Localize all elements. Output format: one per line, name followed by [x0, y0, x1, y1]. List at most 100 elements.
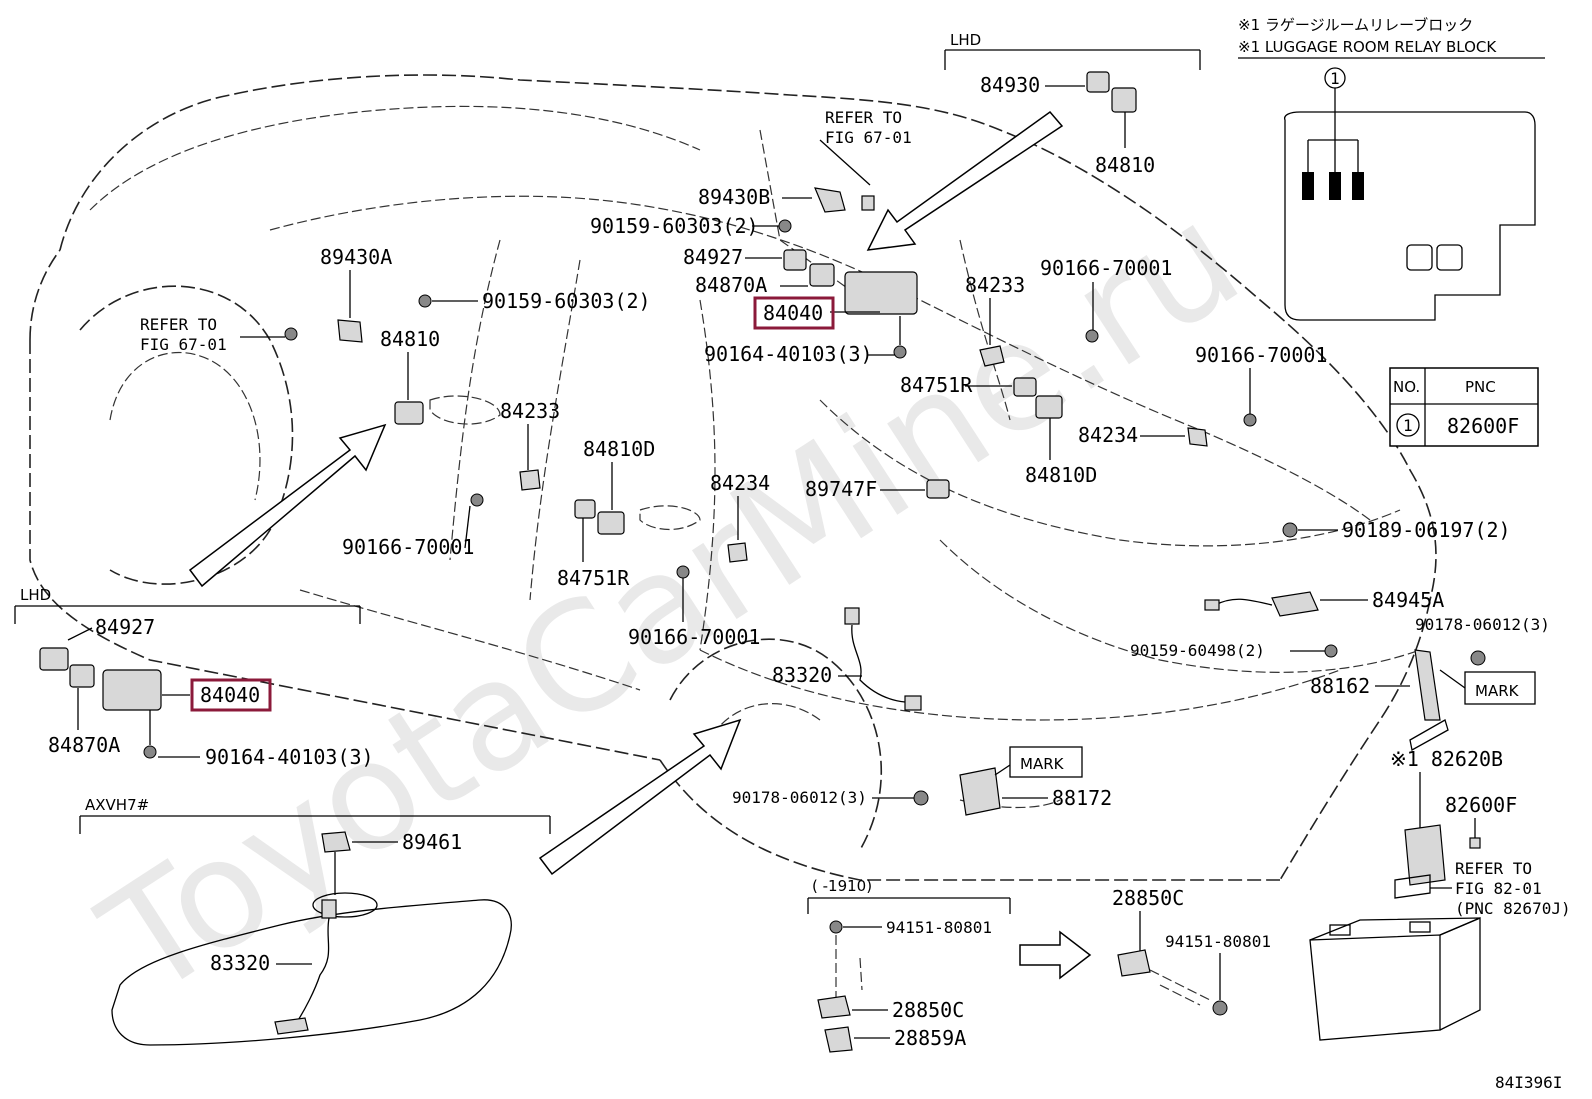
- diagram-id: 84I396I: [1495, 1073, 1562, 1092]
- bolt-90166-d: [676, 565, 690, 579]
- refer-top-line1: REFER TO: [825, 108, 902, 127]
- label-90166-70001-a: 90166-70001: [1040, 256, 1172, 280]
- label-89461: 89461: [402, 830, 462, 854]
- battery-cluster: ※1 82620B 82600F REFER TO FIG 82-01 (PNC…: [1309, 747, 1571, 1092]
- section-lhd-left: LHD: [20, 586, 51, 604]
- label-83320-tank: 83320: [210, 951, 270, 975]
- part-89430a: [337, 319, 363, 343]
- part-84810-left: [394, 401, 424, 425]
- label-90178-06012-mid: 90178-06012(3): [732, 788, 867, 807]
- fuse-1: [1302, 172, 1314, 200]
- connector-83320: [844, 607, 860, 625]
- clip-89430b: [861, 195, 875, 211]
- mark-right: MARK: [1475, 682, 1520, 700]
- part-84927-top: [783, 249, 807, 271]
- part-89747f: [926, 479, 950, 499]
- refer-top-line2: FIG 67-01: [825, 128, 912, 147]
- nut-94151-b: [1212, 1000, 1228, 1016]
- watermark: ToyotaCarMine.ru: [74, 171, 1269, 1031]
- label-84870a-lhd: 84870A: [48, 733, 120, 757]
- arrow-left-mid: [188, 423, 387, 588]
- center-top-cluster: REFER TO FIG 67-01 89430B 90159-60303(2)…: [590, 108, 918, 366]
- label-84233-left: 84233: [500, 399, 560, 423]
- label-90159-60498: 90159-60498(2): [1130, 641, 1265, 660]
- label-88162: 88162: [1310, 674, 1370, 698]
- label-90166-70001-d: 90166-70001: [628, 625, 760, 649]
- highlight-84040-lhd: [190, 678, 272, 712]
- axvh7-section: AXVH7# 89461 83320: [79, 796, 551, 1046]
- label-90164-40103-lhd: 90164-40103(3): [205, 745, 374, 769]
- label-84234-right: 84234: [1078, 423, 1138, 447]
- label-84927-top: 84927: [683, 245, 743, 269]
- label-90159-60303-left: 90159-60303(2): [482, 289, 651, 313]
- label-84810-top: 84810: [1095, 153, 1155, 177]
- part-84945a: [1271, 591, 1319, 617]
- pnc-row-no: 1: [1403, 416, 1413, 435]
- refer-left-line1: REFER TO: [140, 315, 217, 334]
- label-90164-40103-top: 90164-40103(3): [704, 342, 873, 366]
- fuse-82600f: [1469, 837, 1481, 849]
- sender-83320-tank: [321, 899, 337, 919]
- part-89430b: [814, 187, 846, 213]
- section-date-range: ( -1910): [812, 877, 872, 895]
- part-28859a: [824, 1026, 853, 1053]
- label-84927-lhd: 84927: [95, 615, 155, 639]
- arrow-top-right: [866, 110, 1064, 251]
- bolt-90164-lhd: [143, 745, 157, 759]
- label-84810d-left: 84810D: [583, 437, 655, 461]
- clip-refer-left: [284, 327, 298, 341]
- refer-left-line2: FIG 67-01: [140, 335, 227, 354]
- relay-block-title-jp: ※1 ラゲージルームリレーブロック: [1238, 16, 1473, 34]
- part-28850c-b: [1117, 949, 1151, 977]
- part-84810d-left: [597, 511, 625, 535]
- label-90166-70001-b: 90166-70001: [1195, 343, 1327, 367]
- bolt-90164-top: [893, 345, 907, 359]
- part-84870a-top: [809, 263, 835, 287]
- label-28859a: 28859A: [894, 1026, 966, 1050]
- label-89430a: 89430A: [320, 245, 392, 269]
- part-84927-lhd: [39, 647, 69, 671]
- relay-28850c-cluster: 28850C 94151-80801: [1112, 886, 1271, 1016]
- label-89747f: 89747F: [805, 477, 877, 501]
- right-cluster: 84233 90166-70001 90166-70001 84751R 848…: [805, 256, 1327, 501]
- lhd-left-section: LHD 84927 84870A 84040 90164-40103(3): [14, 586, 374, 769]
- part-28850c-a: [817, 995, 851, 1019]
- part-84751r-right: [1013, 377, 1037, 397]
- clip-90189: [1282, 522, 1298, 538]
- bolt-90159-60498: [1324, 644, 1338, 658]
- part-89461: [321, 831, 351, 853]
- label-90178-06012-right: 90178-06012(3): [1415, 615, 1550, 634]
- part-88172: [959, 767, 1001, 816]
- arrow-left-bottom: [538, 718, 742, 876]
- label-84810d-right: 84810D: [1025, 463, 1097, 487]
- part-88162: [1414, 649, 1441, 721]
- label-82600f: 82600F: [1445, 793, 1517, 817]
- label-84930: 84930: [980, 73, 1040, 97]
- label-84945a: 84945A: [1372, 588, 1444, 612]
- center-lower-cluster: 83320 MARK 88172 90178-06012(3): [732, 607, 1112, 816]
- nut-94151-a: [829, 920, 843, 934]
- label-88172: 88172: [1052, 786, 1112, 810]
- refer-br-line1: REFER TO: [1455, 859, 1532, 878]
- bolt-90159-left: [418, 294, 432, 308]
- label-89430b: 89430B: [698, 185, 770, 209]
- label-83320-mid: 83320: [772, 663, 832, 687]
- refer-br-line3: (PNC 82670J): [1455, 899, 1571, 918]
- part-84233-left: [519, 469, 541, 491]
- refer-br-line2: FIG 82-01: [1455, 879, 1542, 898]
- relay-block-inset: ※1 ラゲージルームリレーブロック ※1 LUGGAGE ROOM RELAY …: [1238, 16, 1545, 321]
- part-84751r-left: [574, 499, 596, 519]
- label-90159-60303-top: 90159-60303(2): [590, 214, 759, 238]
- fuse-3: [1352, 172, 1364, 200]
- part-84040-lhd: [102, 669, 162, 711]
- label-84870a-top: 84870A: [695, 273, 767, 297]
- arrow-bottom-right: [1019, 930, 1092, 980]
- pnc-row-pnc: 82600F: [1447, 414, 1519, 438]
- part-84930: [1086, 71, 1110, 93]
- part-84040-top: [844, 271, 918, 315]
- label-94151-80801-a: 94151-80801: [886, 918, 992, 937]
- fuse-2: [1329, 172, 1341, 200]
- part-84810-top: [1111, 87, 1137, 113]
- label-84810-left: 84810: [380, 327, 440, 351]
- connector-84945a: [1204, 599, 1220, 611]
